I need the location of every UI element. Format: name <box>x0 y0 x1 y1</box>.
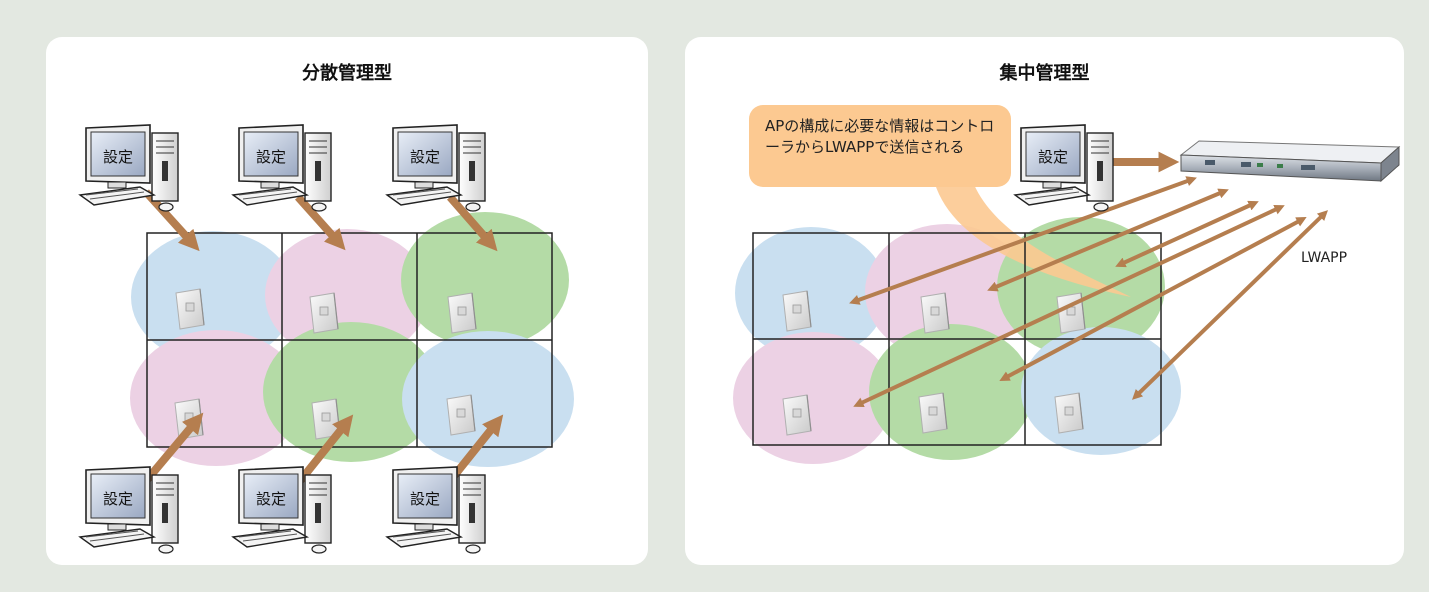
computer-icon: 設定 <box>79 466 179 554</box>
computer-icon: 設定 <box>232 466 332 554</box>
panel-title: 分散管理型 <box>302 63 392 84</box>
controller-icon <box>1179 140 1401 183</box>
access-point-icon <box>309 292 339 334</box>
arrow-icon <box>295 194 346 251</box>
arrow-icon <box>446 194 498 252</box>
access-point-icon <box>782 394 812 436</box>
access-point-icon <box>782 290 812 332</box>
arrow-icon <box>446 414 504 484</box>
arrow-icon <box>296 414 354 484</box>
pc-label: 設定 <box>410 148 440 166</box>
callout-bubble <box>749 105 1011 187</box>
access-point-icon <box>918 392 948 434</box>
access-point-icon <box>446 394 476 436</box>
access-point-icon <box>920 292 950 334</box>
computer-icon: 設定 <box>232 124 332 212</box>
access-point-icon <box>1054 392 1084 434</box>
panel-title: 集中管理型 <box>999 63 1090 84</box>
protocol-label: LWAPP <box>1301 250 1348 266</box>
pc-label: 設定 <box>256 490 286 508</box>
computers: 設定 設定 設定 設定 設定 設定 <box>79 124 486 554</box>
distributed-panel: 分散管理型 <box>46 37 648 565</box>
arrow-icon <box>1132 210 1328 400</box>
computer-icon: 設定 <box>79 124 179 212</box>
access-point-icon <box>447 292 477 334</box>
distributed-diagram: 設定 設定 設定 設定 設定 設定 <box>79 124 574 554</box>
computer-icon: 設定 <box>1014 124 1114 212</box>
callout-text: APの構成に必要な情報はコントローラからLWAPPで送信される <box>765 117 995 156</box>
pc-label: 設定 <box>103 148 133 166</box>
centralized-panel: 集中管理型 <box>685 37 1404 565</box>
access-point-icon <box>175 288 205 330</box>
computer-icon: 設定 <box>386 466 486 554</box>
coverage-areas <box>130 212 574 467</box>
computer-icon: 設定 <box>386 124 486 212</box>
pc-label: 設定 <box>103 490 133 508</box>
lwapp-arrows <box>849 176 1328 408</box>
pc-label: 設定 <box>410 490 440 508</box>
arrow-icon <box>142 412 204 484</box>
cell-grid <box>146 232 553 448</box>
pc-label: 設定 <box>1038 148 1068 166</box>
pc-label: 設定 <box>256 148 286 166</box>
centralized-diagram: 設定 <box>733 105 1401 464</box>
